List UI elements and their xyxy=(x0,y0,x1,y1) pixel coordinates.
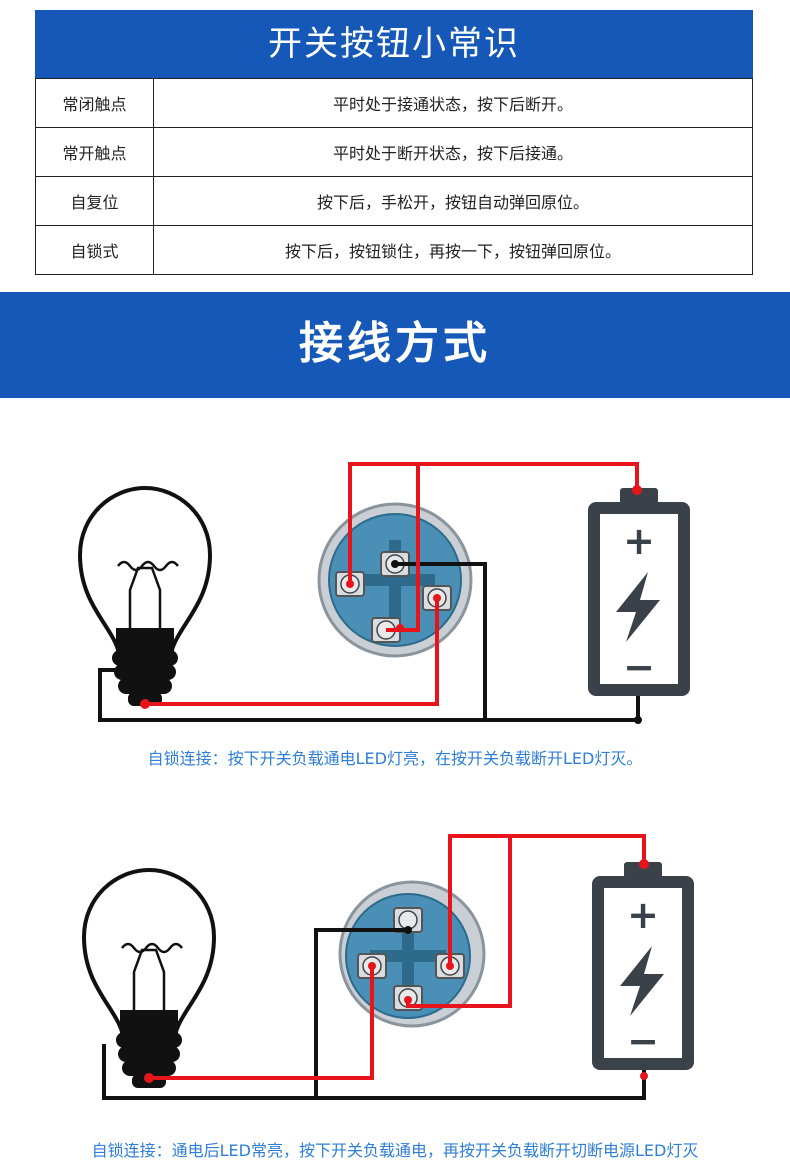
wire-joint xyxy=(140,485,642,709)
table-row: 自复位 按下后，手松开，按钮自动弹回原位。 xyxy=(35,176,753,226)
term-cell: 自复位 xyxy=(35,176,154,226)
battery-plus-label: + xyxy=(627,893,659,937)
wiring-diagram-2: + − xyxy=(0,822,790,1122)
light-bulb-icon xyxy=(81,867,217,1088)
term-cell: 自锁式 xyxy=(35,225,154,275)
table-row: 自锁式 按下后，按钮锁住，再按一下，按钮弹回原位。 xyxy=(35,225,753,275)
button-knowledge-table: 常闭触点 平时处于接通状态，按下后断开。 常开触点 平时处于断开状态，按下后接通… xyxy=(35,78,753,275)
wire-joint xyxy=(144,859,649,1083)
table-row: 常闭触点 平时处于接通状态，按下后断开。 xyxy=(35,78,753,128)
diagram-2-caption: 自锁连接：通电后LED常亮，按下开关负载通电，再按开关负载断开切断电源LED灯灭 xyxy=(91,1141,699,1160)
wire-black xyxy=(102,928,646,1100)
description-cell: 平时处于接通状态，按下后断开。 xyxy=(153,78,753,128)
diagram-1-caption: 自锁连接：按下开关负载通电LED灯亮，在按开关负载断开LED灯灭。 xyxy=(147,749,643,768)
term-cell: 常闭触点 xyxy=(35,78,154,128)
push-button-switch-icon xyxy=(317,502,473,658)
section-title: 接线方式 xyxy=(0,292,790,398)
description-cell: 按下后，手松开，按钮自动弹回原位。 xyxy=(153,176,753,226)
battery-icon: + − xyxy=(592,862,694,1070)
wiring-diagram-1: + − xyxy=(0,440,790,740)
wiring-diagram-svg: + − xyxy=(77,462,690,724)
battery-minus-label: − xyxy=(627,1019,659,1063)
battery-icon: + − xyxy=(588,488,690,696)
page-title: 开关按钮小常识 xyxy=(35,10,753,78)
term-cell: 常开触点 xyxy=(35,127,154,177)
description-cell: 按下后，按钮锁住，再按一下，按钮弹回原位。 xyxy=(153,225,753,275)
table-row: 常开触点 平时处于断开状态，按下后接通。 xyxy=(35,127,753,177)
wiring-diagram-svg: + − xyxy=(81,834,694,1100)
battery-minus-label: − xyxy=(623,645,655,689)
battery-plus-label: + xyxy=(623,519,655,563)
description-cell: 平时处于断开状态，按下后接通。 xyxy=(153,127,753,177)
